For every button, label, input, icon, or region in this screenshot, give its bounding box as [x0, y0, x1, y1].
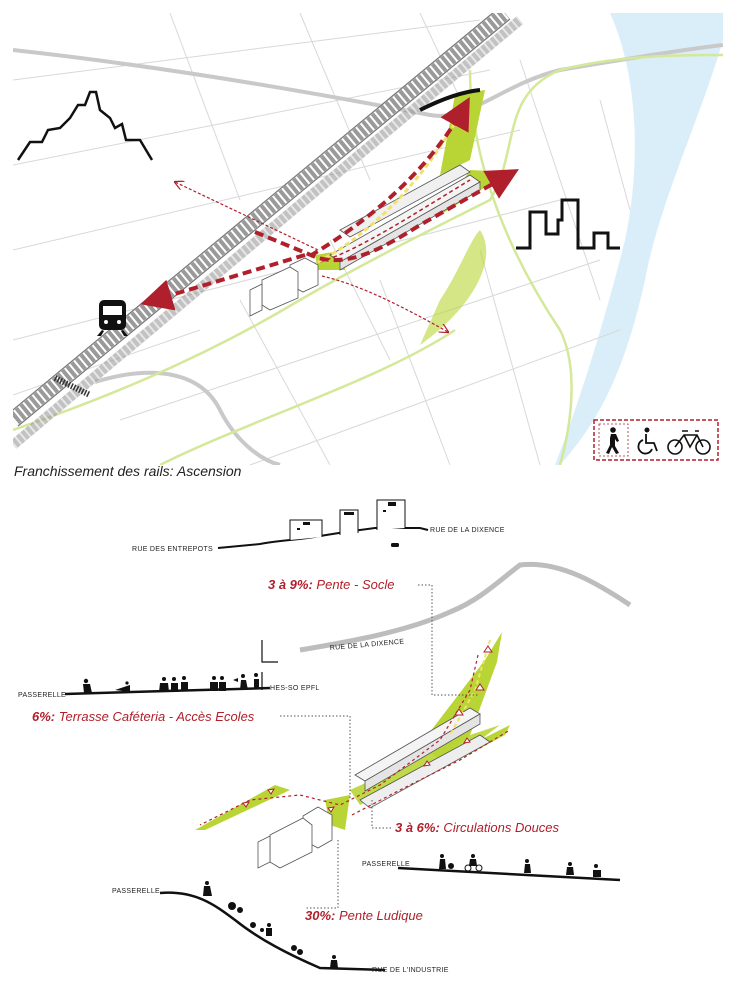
- green-paths: [13, 53, 723, 465]
- label-hes-so: HES-SO EPFL: [270, 685, 320, 692]
- annotation-terrasse: 6%: Terrasse Caféteria - Accès Ecoles: [32, 709, 255, 724]
- train-icon: [97, 300, 128, 336]
- street-grid: [13, 13, 631, 465]
- caption: Franchissement des rails: Ascension: [14, 463, 242, 479]
- street-label-entrepots: RUE DES ENTREPOTS: [132, 546, 213, 553]
- pedestrian-icon: [606, 427, 619, 454]
- railway: [13, 13, 524, 449]
- annotation-ludique: 30%: Pente Ludique: [305, 908, 423, 923]
- movement-arrows: [140, 96, 519, 332]
- level-crossing: [53, 375, 92, 398]
- label-passerelle-1: PASSERELLE: [18, 692, 66, 699]
- wheelchair-icon: [637, 427, 658, 455]
- circulation-path-yellow: [317, 109, 464, 264]
- river: [555, 13, 723, 465]
- annotation-socle: 3 à 9%: Pente - Socle: [268, 577, 394, 592]
- section-top: RUE DES ENTREPOTS RUE DE LA DIXENCE: [132, 499, 505, 553]
- annotation-circulations: 3 à 6%: Circulations Douces: [395, 820, 560, 835]
- circulation-path: [319, 179, 471, 263]
- castle-silhouette-icon: [16, 90, 154, 161]
- road-dixence: [299, 561, 632, 653]
- label-passerelle-2: PASSERELLE: [362, 861, 410, 868]
- bicycle-icon: [667, 430, 711, 455]
- axonometric-view: RUE DE LA DIXENCE: [32, 561, 632, 923]
- section-circulations: PASSERELLE: [362, 854, 621, 882]
- car-icon: [391, 543, 399, 547]
- people-icons-2: [439, 854, 601, 877]
- site-map: [13, 13, 723, 465]
- mobility-legend: [593, 419, 719, 461]
- main-road-north: [13, 43, 723, 118]
- street-label-dixence: RUE DE LA DIXENCE: [430, 527, 505, 534]
- city-skyline-icon: [516, 198, 620, 250]
- section-terrasse: PASSERELLE HES-SO EPFL: [18, 640, 320, 699]
- label-rue-industrie: RUE DE L'INDUSTRIE: [372, 967, 449, 974]
- section-ludique: PASSERELLE RUE DE L'INDUSTRIE: [112, 881, 449, 974]
- main-road-south: [94, 370, 281, 465]
- label-passerelle-3: PASSERELLE: [112, 888, 160, 895]
- people-icons-3: [203, 881, 338, 968]
- people-icons: [83, 673, 259, 693]
